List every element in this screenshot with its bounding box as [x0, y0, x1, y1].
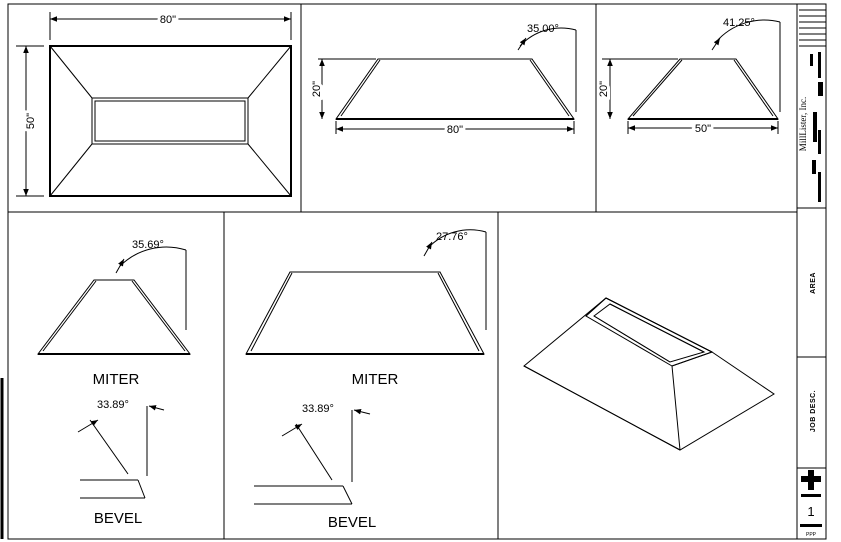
- long-side-panel: 20" 80" 35.00°: [308, 23, 577, 139]
- isometric-view-panel: [523, 297, 775, 451]
- miter-right-angle: 27.76°: [436, 231, 468, 243]
- revision-lines: [799, 9, 826, 47]
- sheet-footer: PPP: [806, 532, 817, 538]
- bevel-right-angle: 33.89°: [302, 403, 334, 415]
- cross-icon: [801, 470, 821, 490]
- miter-bevel-left-panel: 35.69° MITER 33.89° BEVEL: [36, 239, 192, 527]
- bevel-right-label: BEVEL: [328, 514, 376, 531]
- long-rise-dimension: 20": [311, 81, 323, 97]
- title-block: MillLister, Inc. AREA JOB DESC. 1 PPP: [797, 9, 826, 538]
- bevel-left-label: BEVEL: [94, 510, 142, 527]
- sheet-number: 1: [807, 504, 814, 519]
- miter-left-angle: 35.69°: [132, 239, 164, 251]
- company-name: MillLister, Inc.: [798, 97, 808, 151]
- top-width-dimension: 80": [160, 14, 176, 26]
- short-angle-dimension: 41.25°: [723, 17, 755, 29]
- short-base-dimension: 50": [695, 123, 711, 135]
- short-rise-dimension: 20": [598, 81, 610, 97]
- long-base-dimension: 80": [447, 124, 463, 136]
- long-angle-dimension: 35.00°: [527, 23, 559, 35]
- bevel-left-angle: 33.89°: [97, 399, 129, 411]
- job-description-label: JOB DESC.: [810, 390, 817, 432]
- top-height-dimension: 50": [25, 113, 37, 129]
- area-label: AREA: [810, 272, 817, 294]
- sheet-frame: [0, 3, 827, 540]
- miter-bevel-right-panel: 27.76° MITER 33.89° BEVEL: [245, 229, 487, 531]
- short-side-panel: 20" 50" 41.25°: [595, 17, 781, 138]
- miter-right-label: MITER: [352, 371, 399, 388]
- miter-left-label: MITER: [93, 371, 140, 388]
- company-logo: [810, 52, 823, 202]
- top-view-panel: 80" 50": [16, 11, 292, 197]
